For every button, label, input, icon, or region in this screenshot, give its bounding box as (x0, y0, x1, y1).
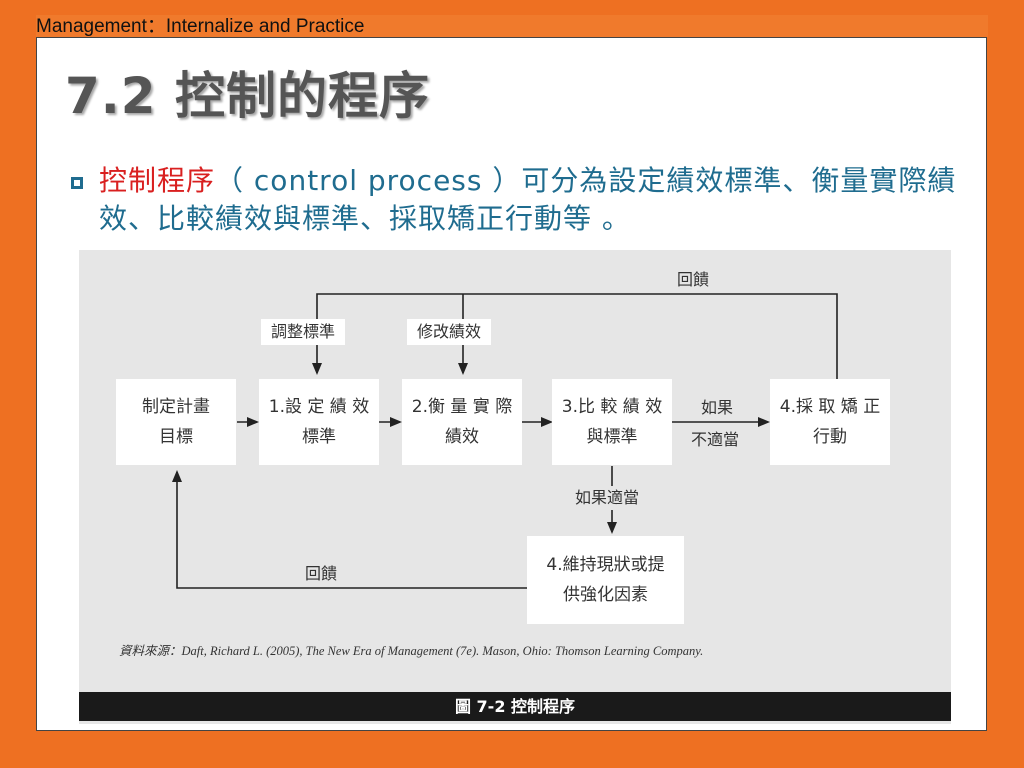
bullet-highlight: 控制程序 (99, 164, 216, 197)
bullet-text: 控制程序（ control process ）可分為設定績效標準、衡量實際績效、… (99, 162, 965, 238)
box-compare-performance: 3.比 較 績 效與標準 (552, 379, 672, 465)
header-title: Management：Internalize and Practice (36, 16, 365, 37)
label-feedback-bottom: 回饋 (305, 564, 338, 583)
box-plan-objectives: 制定計畫目標 (116, 379, 236, 465)
label-adjust-standard: 調整標準 (261, 319, 346, 345)
control-process-diagram: 制定計畫目標 1.設 定 績 效標準 2.衡 量 實 際績效 3.比 較 績 效… (79, 250, 951, 724)
feedback-bottom-line (172, 470, 527, 589)
slide: 7.2 控制的程序 控制程序（ control process ）可分為設定績效… (36, 37, 987, 731)
slide-title: 7.2 控制的程序 (65, 67, 430, 125)
box-measure-performance: 2.衡 量 實 際績效 (402, 379, 522, 465)
bullet-square-icon (71, 177, 83, 189)
source-citation: 資料來源：Daft, Richard L. (2005), The New Er… (119, 644, 704, 658)
label-not-appropriate: 不適當 (691, 430, 740, 449)
box-maintain-reinforce: 4.維持現狀或提供強化因素 (527, 536, 684, 624)
diagram-connectors (172, 293, 838, 589)
label-if-appropriate: 如果適當 (573, 486, 642, 510)
bullet-body: （ control process ）可分為設定績效標準、衡量實際績效、比較績效… (99, 164, 957, 235)
label-revise-performance: 修改績效 (407, 319, 492, 345)
box-corrective-action: 4.採 取 矯 正行動 (770, 379, 890, 465)
feedback-top-line (312, 293, 838, 379)
label-if: 如果 (701, 398, 734, 417)
figure-caption: 圖 7-2 控制程序 (79, 692, 951, 721)
header-strip (36, 15, 988, 37)
box-set-standards: 1.設 定 績 效標準 (259, 379, 379, 465)
label-feedback-top: 回饋 (677, 270, 710, 289)
